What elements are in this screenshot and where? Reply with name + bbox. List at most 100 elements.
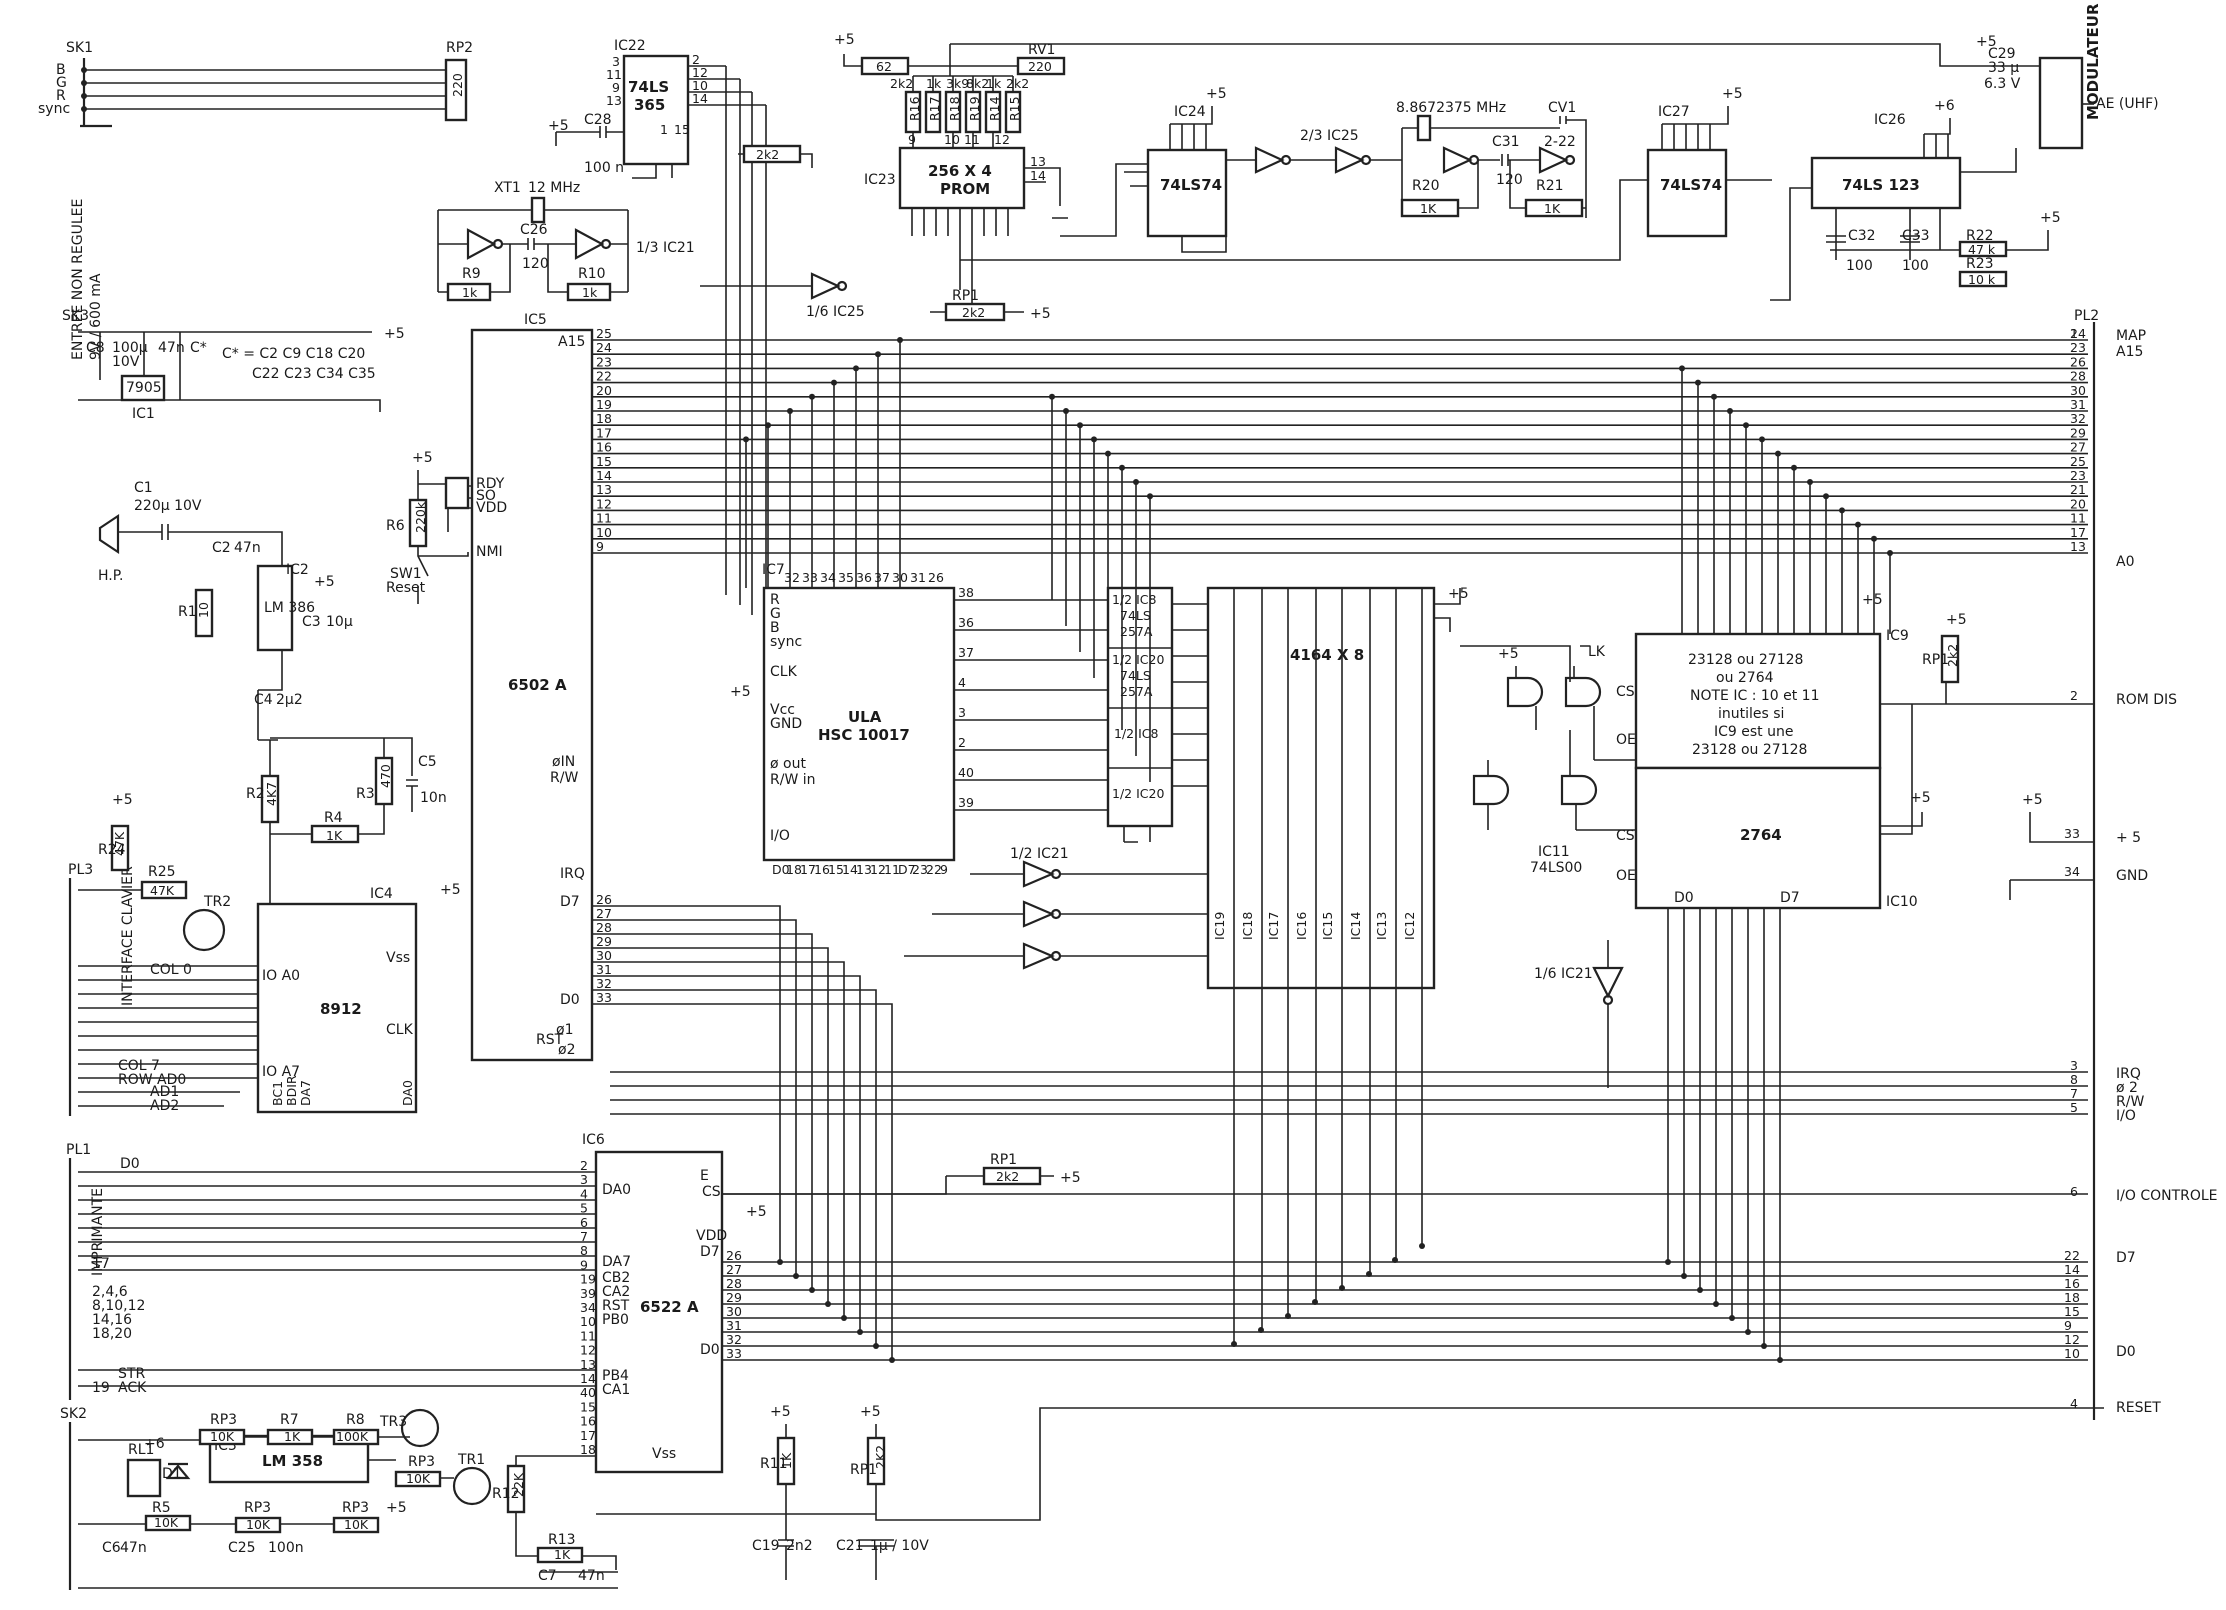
ic5-data-pin: 33 [596, 990, 612, 1005]
ic6-data-pin: 29 [726, 1290, 742, 1305]
pl2-data-pin: 18 [2064, 1290, 2080, 1305]
junction-dot [889, 1357, 895, 1363]
ic21c-ref: 1/6 IC21 [1534, 966, 1593, 982]
ic6-da7: DA7 [602, 1254, 631, 1270]
c19-value: 2n2 [786, 1538, 813, 1554]
rp3b-ref: RP3 [408, 1454, 435, 1470]
c8-ref: C8 [86, 340, 105, 356]
ic6-data-pin: 33 [726, 1346, 742, 1361]
ic7-bottom-pin: 15 [828, 862, 844, 877]
ic9-line1: ou 2764 [1716, 670, 1774, 686]
c8-value: 100µ [112, 340, 148, 356]
sw1-ref: SW1 [390, 566, 422, 582]
ic6-pb4: PB4 [602, 1368, 629, 1384]
ic10-ref: IC10 [1886, 894, 1918, 910]
ic7-top-pin: 36 [856, 570, 872, 585]
sk2-label: SK2 [60, 1406, 87, 1422]
rp1-romdis-pullup: +5 RP1 2k2 [1922, 612, 1967, 684]
svg-text:10: 10 [692, 78, 708, 93]
pl2-label: PL2 [2074, 308, 2099, 324]
ic7-right-pin: 3 [958, 705, 966, 720]
junction-dot [853, 365, 859, 372]
ic23-part2: PROM [940, 180, 990, 198]
ic5-addr-pin: 17 [596, 425, 612, 440]
pl2-addr-pin: 25 [2070, 454, 2086, 469]
r20-value: 1K [1420, 201, 1437, 216]
svg-text:15: 15 [674, 122, 690, 137]
ic21b-ref: 1/2 IC21 [1010, 846, 1069, 862]
ic6-left-pin: 16 [580, 1414, 596, 1429]
ic22-ref: IC22 [614, 38, 646, 54]
ic7-rw-in: R/W in [770, 772, 816, 788]
pl2-iocontrole: I/O CONTROLE [2116, 1188, 2218, 1204]
pl2-data-pin: 9 [2064, 1318, 2072, 1333]
junction-dot [809, 1287, 815, 1293]
ram-col-6: IC13 [1374, 912, 1389, 940]
ic7-top-pin: 26 [928, 570, 944, 585]
ic7-g: G [770, 606, 781, 622]
junction-dot [1887, 550, 1893, 556]
main-oscillator: XT1 12 MHz C26 120 1/3 IC21 R9 1k R10 1k [437, 180, 695, 302]
junction-dot [1761, 1343, 1767, 1349]
r1-ref: R1 [178, 604, 197, 620]
ic6-d0: D0 [700, 1342, 720, 1358]
junction-dot [793, 1273, 799, 1279]
c31-ref: C31 [1492, 134, 1520, 150]
ic7-right-pin: 2 [958, 735, 966, 750]
ic5-addr-pin: 14 [596, 468, 612, 483]
c26-ref: C26 [520, 222, 548, 238]
xt1-value: 12 MHz [528, 180, 580, 196]
pl2-data-pin: 22 [2064, 1248, 2080, 1263]
pl2-addr-pin: 11 [2070, 511, 2086, 526]
ic21b-inverters: 1/2 IC21 [904, 846, 1208, 970]
cv1-ref: CV1 [1548, 100, 1576, 116]
sk1-label: SK1 [66, 40, 93, 56]
svg-text:14: 14 [1030, 168, 1046, 183]
c33-value: 100 [1902, 258, 1929, 274]
junction-dot [1091, 436, 1097, 443]
r7-value: 1K [284, 1429, 301, 1444]
pl2-plus5-supply: +5 [2022, 792, 2043, 808]
ic5-cpu: IC5 6502 A RDY SO VDD NMI A15 øIN R/W IR… [470, 312, 594, 1062]
ic9-line0: 23128 ou 27128 [1688, 652, 1803, 668]
r6-value: 220k [413, 501, 428, 533]
ic6-left-pin: 3 [580, 1172, 588, 1187]
c5-value: 10n [420, 790, 447, 806]
sk1-connector: SK1 B G R sync [38, 40, 450, 128]
audio-amplifier: C1 220µ 10V H.P. LM 386 IC2 C2 47n R1 10… [98, 480, 447, 904]
r13-ref: R13 [548, 1532, 576, 1548]
ic7-plus5: +5 [730, 684, 751, 700]
ram-col-1: IC18 [1240, 912, 1255, 940]
c29-ref: C29 [1988, 46, 2016, 62]
ic5-addr-pin: 13 [596, 482, 612, 497]
ic7-part2: HSC 10017 [818, 726, 910, 744]
junction-dot [1147, 493, 1153, 500]
rp1d-value: 2k2 [1945, 644, 1960, 667]
modulator-out: AE (UHF) [2096, 96, 2159, 112]
data-line [592, 947, 829, 1304]
pl2-addr-pin: 30 [2070, 383, 2086, 398]
junction-dot [809, 393, 815, 400]
pl2-connector: PL2 MAP A15 A0 ROM DIS + 5 GND IRQ ø 2 R… [1880, 308, 2218, 1420]
ic4-ref: IC4 [370, 886, 393, 902]
ic8-ref: 1/2 IC8 [1112, 592, 1157, 607]
pl3-connector: PL3 INTERFACE CLAVIER COL 0 COL 7 ROW AD… [68, 792, 258, 1116]
r23-value: 10 k [1968, 272, 1996, 287]
ic6-data-pin: 26 [726, 1248, 742, 1263]
pl1-label: PL1 [66, 1142, 91, 1158]
ic6-vss: Vss [652, 1446, 676, 1462]
c1-ref: C1 [134, 480, 153, 496]
r11-value: 1K [779, 1452, 794, 1469]
ic20b-label: 1/2 IC20 [1112, 786, 1164, 801]
c28-ref: C28 [584, 112, 612, 128]
rl1-ref: RL1 [128, 1442, 154, 1458]
c28-plus5: +5 [548, 118, 569, 134]
junction-dot [1745, 1329, 1751, 1335]
ic6-left-pin: 9 [580, 1257, 588, 1272]
ic10-part: 2764 [1740, 826, 1782, 844]
c3-ref: C3 [302, 614, 321, 630]
ic7-right-pin: 40 [958, 765, 974, 780]
ic27-flipflop: IC27 74LS74 +5 [960, 86, 1772, 261]
rp2-value: 220 [450, 73, 465, 97]
